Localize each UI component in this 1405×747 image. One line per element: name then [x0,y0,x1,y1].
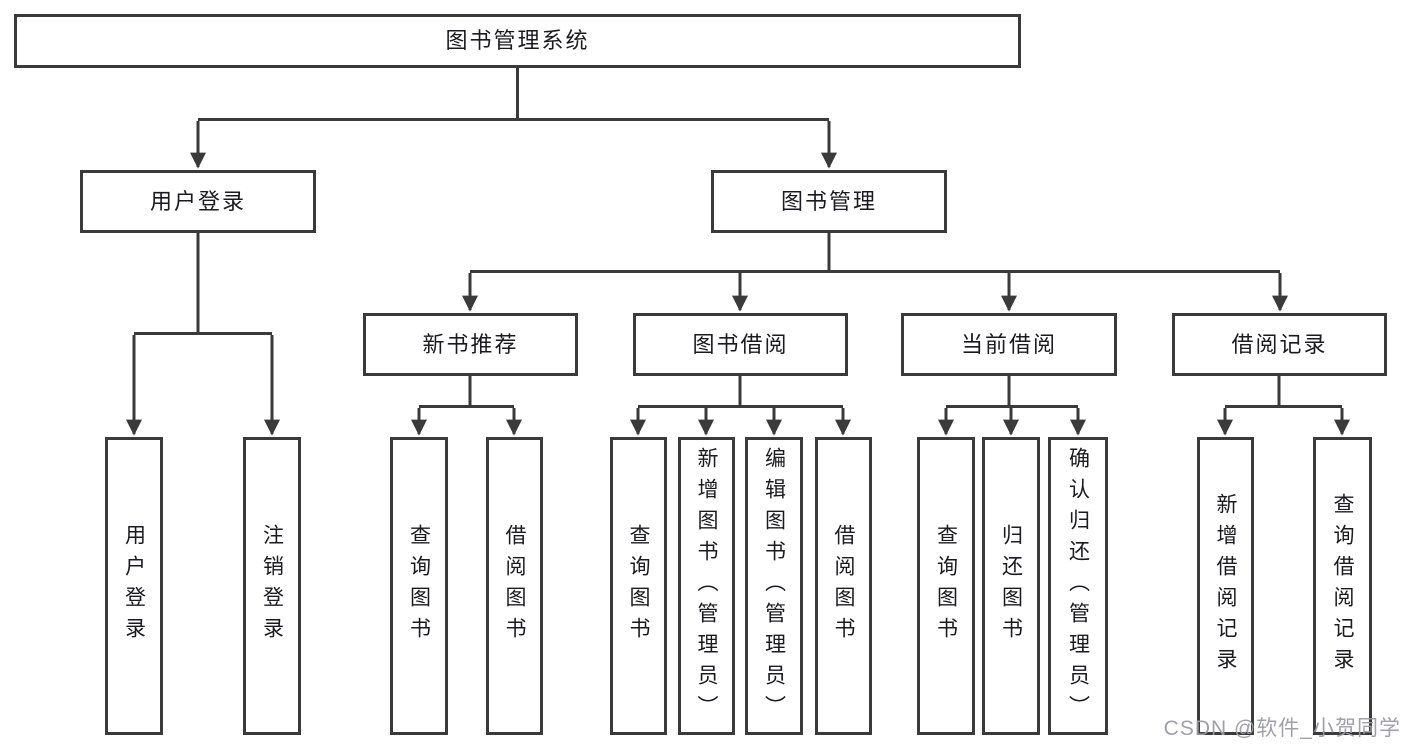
csdn-watermark: CSDN @软件_小贺同学 [1163,717,1401,740]
node-leaf-borrowing-borrow-book-label: 借阅图书 [832,524,855,648]
node-leaf-current-query-book-label: 查询图书 [934,524,958,648]
node-current-borrowing: 当前借阅 [901,313,1117,376]
node-leaf-add-borrow-record-label: 新增借阅记录 [1214,493,1237,679]
node-user-login-label: 用户登录 [149,188,246,214]
node-leaf-return-book: 归还图书 [982,437,1040,735]
branch-rails [134,68,1342,408]
node-leaf-confirm-return-label: 确认归还（管理员） [1066,446,1090,726]
node-leaf-edit-book: 编辑图书（管理员） [745,437,803,735]
node-leaf-add-book: 新增图书（管理员） [678,437,735,735]
node-leaf-user-login-label: 用户登录 [122,524,146,648]
node-leaf-recommend-query-book: 查询图书 [390,437,448,735]
node-leaf-borrowing-query-book-label: 查询图书 [627,524,650,648]
node-book-management: 图书管理 [711,170,947,233]
node-leaf-add-borrow-record: 新增借阅记录 [1197,437,1254,735]
node-leaf-borrowing-query-book: 查询图书 [610,437,667,735]
node-leaf-return-book-label: 归还图书 [999,524,1023,648]
node-leaf-confirm-return: 确认归还（管理员） [1048,437,1108,735]
node-book-borrowing-label: 图书借阅 [692,331,789,357]
node-leaf-recommend-borrow-book-label: 借阅图书 [503,524,526,648]
node-leaf-recommend-query-book-label: 查询图书 [407,524,431,648]
node-current-borrowing-label: 当前借阅 [960,331,1057,357]
node-leaf-add-book-label: 新增图书（管理员） [695,446,718,726]
node-book-borrowing: 图书借阅 [633,313,848,376]
node-leaf-current-query-book: 查询图书 [917,437,975,735]
node-borrowing-records: 借阅记录 [1172,313,1387,376]
node-leaf-query-borrow-record: 查询借阅记录 [1313,437,1372,735]
node-leaf-logout-login: 注销登录 [243,437,301,735]
node-leaf-query-borrow-record-label: 查询借阅记录 [1331,493,1354,679]
node-leaf-borrowing-borrow-book: 借阅图书 [815,437,872,735]
node-leaf-logout-login-label: 注销登录 [260,524,284,648]
node-leaf-recommend-borrow-book: 借阅图书 [486,437,543,735]
node-new-book-recommend: 新书推荐 [363,313,578,376]
node-new-book-recommend-label: 新书推荐 [422,331,519,357]
node-borrowing-records-label: 借阅记录 [1231,331,1328,357]
node-leaf-edit-book-label: 编辑图书（管理员） [762,446,786,726]
node-root: 图书管理系统 [14,14,1021,68]
node-leaf-user-login: 用户登录 [105,437,163,735]
node-book-management-label: 图书管理 [780,188,877,214]
node-root-label: 图书管理系统 [445,28,590,53]
node-user-login: 用户登录 [80,170,316,233]
